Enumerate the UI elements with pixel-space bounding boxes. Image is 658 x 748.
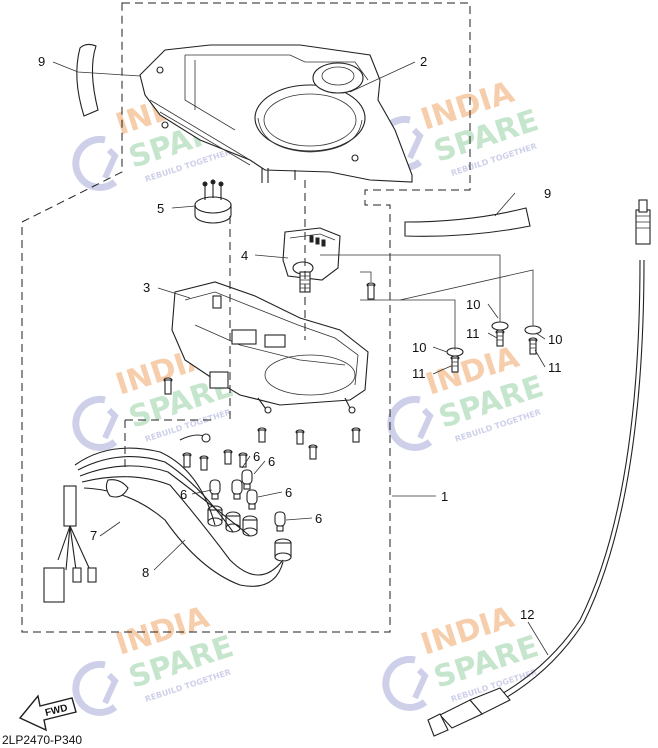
assembly-boundary [21,2,471,633]
callout-11-a: 11 [466,326,480,341]
callout-10-a: 10 [466,297,480,312]
bulb-sockets [207,505,292,562]
callout-8: 8 [142,565,149,580]
callout-labels: 9 2 9 5 4 3 10 11 10 10 11 11 6 6 6 6 6 … [38,54,562,622]
speedometer-cable-part-12 [427,199,651,737]
callout-12: 12 [520,607,534,622]
watermark-bottom-left: INDIA SPARE REBUILD TOGETHER [72,600,238,716]
fwd-arrow-icon: FWD [18,694,77,732]
callout-6-c: 6 [180,487,187,502]
socket-part-5 [194,179,232,224]
watermark-mid-right: INDIA SPARE REBUILD TOGETHER [387,340,548,451]
case-mounting-screws [163,377,361,471]
callout-11-b: 11 [412,366,426,381]
callout-10-b: 10 [548,332,562,347]
meter-case-part-3 [171,281,369,414]
callout-6-b: 6 [268,454,275,469]
watermark-bottom-right: INDIA SPARE REBUILD TOGETHER [382,600,543,711]
wire-harness-part-8 [43,433,284,603]
callout-11-c: 11 [548,360,562,375]
bulbs-part-6 [209,469,286,532]
callout-4: 4 [241,248,248,263]
diagram-part-code: 2LP2470-P340 [2,733,82,747]
lens-strip-part-9-right [404,207,531,237]
callout-9-top: 9 [38,54,45,69]
leader-lines [52,61,549,656]
callout-7: 7 [90,528,97,543]
callout-6-d: 6 [285,485,292,500]
gauge-unit-part-4 [282,227,341,293]
callout-1: 1 [441,489,448,504]
callout-10-c: 10 [412,340,426,355]
screw-washer-set-right [320,254,542,373]
fwd-label: FWD [44,703,69,719]
screw-case-top [360,271,376,300]
callout-3: 3 [143,280,150,295]
meter-cover-part-2 [139,44,413,183]
callout-6-a: 6 [253,449,260,464]
callout-2: 2 [420,54,427,69]
lens-strip-part-9-top [76,43,99,117]
callout-5: 5 [157,201,164,216]
callout-6-e: 6 [315,511,322,526]
callout-9-right: 9 [544,186,551,201]
